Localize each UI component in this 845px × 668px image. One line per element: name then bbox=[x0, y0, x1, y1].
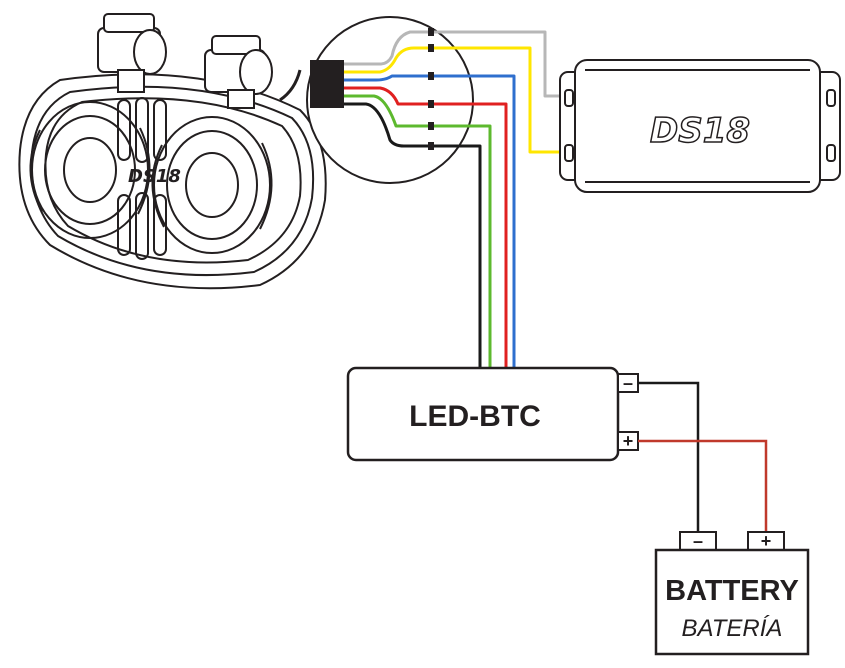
controller-neg-label: – bbox=[623, 373, 633, 393]
wire-green bbox=[344, 94, 492, 368]
wire-harness bbox=[344, 30, 570, 368]
battery bbox=[654, 531, 810, 656]
battery-subtitle: BATERÍA bbox=[682, 615, 783, 642]
controller-pos-label: + bbox=[623, 431, 634, 451]
battery-pos-label: + bbox=[761, 531, 772, 551]
wire-black bbox=[344, 102, 482, 368]
speaker-pod bbox=[18, 13, 327, 290]
speaker-logo: DS18 bbox=[128, 166, 181, 187]
led-btc-controller bbox=[346, 366, 639, 462]
power-wires bbox=[638, 381, 768, 532]
amplifier bbox=[559, 59, 841, 193]
battery-title: BATTERY bbox=[665, 575, 799, 607]
battery-neg-label: – bbox=[693, 531, 703, 551]
mounting-clamp-right bbox=[204, 35, 273, 109]
right-speaker-grille bbox=[151, 116, 273, 254]
left-speaker-grille bbox=[29, 101, 151, 239]
controller-label: LED-BTC bbox=[409, 400, 541, 433]
wire-connector-plug bbox=[310, 60, 344, 108]
wire-tabs bbox=[428, 28, 434, 150]
center-grille-slots bbox=[117, 97, 167, 260]
negative-power-wire bbox=[638, 381, 700, 532]
wire-red bbox=[344, 86, 508, 368]
mounting-clamp-left bbox=[97, 13, 167, 93]
wire-gray bbox=[344, 30, 570, 98]
amplifier-logo: DS18 bbox=[650, 111, 750, 151]
wire-yellow bbox=[344, 46, 570, 154]
connector-magnifier bbox=[306, 16, 474, 184]
wire-blue bbox=[344, 74, 516, 368]
positive-power-wire bbox=[638, 439, 768, 532]
